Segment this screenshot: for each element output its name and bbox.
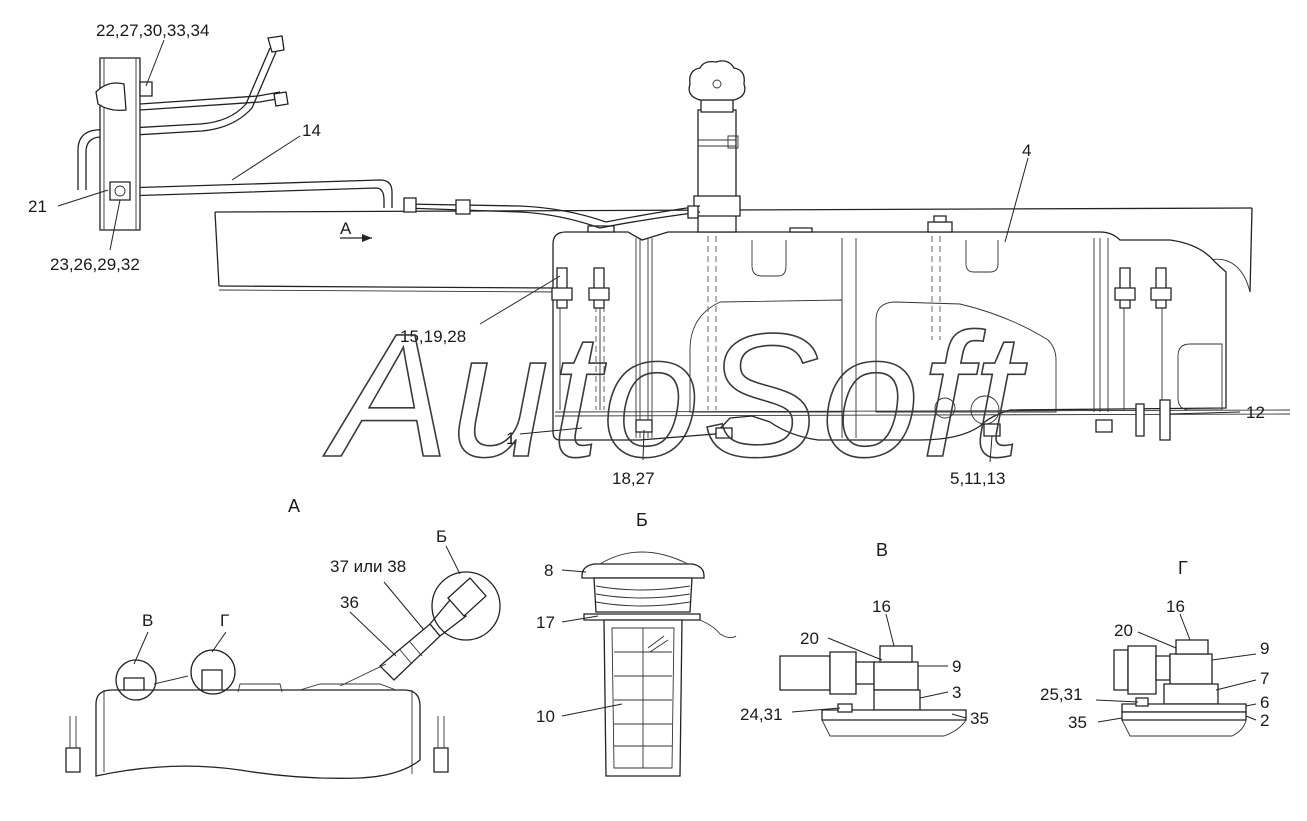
view-g-callout-25-31: 25,31 bbox=[1040, 685, 1083, 704]
view-v-callout-3: 3 bbox=[952, 683, 961, 702]
autosoft-watermark: AutoSoft bbox=[323, 298, 1027, 494]
view-v-callout-9: 9 bbox=[952, 657, 961, 676]
view-a: А В Г 37 или 38 Б 36 bbox=[65, 496, 501, 779]
view-b-callout-8: 8 bbox=[544, 561, 553, 580]
view-g: Г 16 20 9 7 25,31 6 35 2 bbox=[1040, 558, 1269, 737]
view-v-title: В bbox=[876, 540, 888, 560]
view-a-title: А bbox=[288, 496, 300, 516]
callout-21: 21 bbox=[28, 197, 47, 216]
callout-a-arrow: А bbox=[340, 219, 352, 238]
view-v-callout-20: 20 bbox=[800, 629, 819, 648]
view-a-callout-v: В bbox=[142, 611, 153, 630]
callout-14: 14 bbox=[302, 121, 321, 140]
mounting-straps bbox=[551, 267, 1172, 441]
main-leaders bbox=[57, 39, 1241, 463]
view-g-callout-9: 9 bbox=[1260, 639, 1269, 658]
view-a-callout-37-38: 37 или 38 bbox=[330, 557, 406, 576]
view-g-callout-6: 6 bbox=[1260, 693, 1269, 712]
view-b-callout-10: 10 bbox=[536, 707, 555, 726]
view-g-callout-20: 20 bbox=[1114, 621, 1133, 640]
view-g-callout-7: 7 bbox=[1260, 669, 1269, 688]
view-g-callout-2: 2 bbox=[1260, 711, 1269, 730]
callout-22-27-30-33-34: 22,27,30,33,34 bbox=[96, 21, 209, 40]
view-v: В 16 20 9 3 24,31 35 bbox=[740, 540, 989, 737]
fuel-filter-bracket bbox=[95, 57, 153, 231]
view-g-callout-16: 16 bbox=[1166, 597, 1185, 616]
callout-15-19-28: 15,19,28 bbox=[400, 327, 466, 346]
filler-neck bbox=[688, 60, 746, 233]
callout-4: 4 bbox=[1022, 141, 1031, 160]
view-v-callout-16: 16 bbox=[872, 597, 891, 616]
view-a-arrow bbox=[340, 234, 372, 242]
callout-1: 1 bbox=[506, 429, 515, 448]
fuel-lines bbox=[77, 35, 701, 229]
callout-5-11-13: 5,11,13 bbox=[950, 469, 1005, 488]
callout-18-27: 18,27 bbox=[612, 469, 655, 488]
view-b-callout-17: 17 bbox=[536, 613, 555, 632]
view-b: Б 8 17 10 bbox=[536, 510, 737, 777]
view-b-title: Б bbox=[636, 510, 648, 530]
view-v-callout-35: 35 bbox=[970, 709, 989, 728]
view-a-callout-g: Г bbox=[220, 611, 229, 630]
callout-23-26-29-32: 23,26,29,32 bbox=[50, 255, 140, 274]
view-g-title: Г bbox=[1178, 558, 1188, 578]
main-assembly-view: 22,27,30,33,34 14 21 23,26,29,32 А 4 15,… bbox=[28, 21, 1291, 488]
view-a-callout-36: 36 bbox=[340, 593, 359, 612]
view-a-callout-b: Б bbox=[436, 527, 447, 546]
callout-12: 12 bbox=[1246, 403, 1265, 422]
view-g-callout-35: 35 bbox=[1068, 713, 1087, 732]
tank-top-fittings bbox=[587, 215, 953, 233]
view-v-callout-24-31: 24,31 bbox=[740, 705, 783, 724]
